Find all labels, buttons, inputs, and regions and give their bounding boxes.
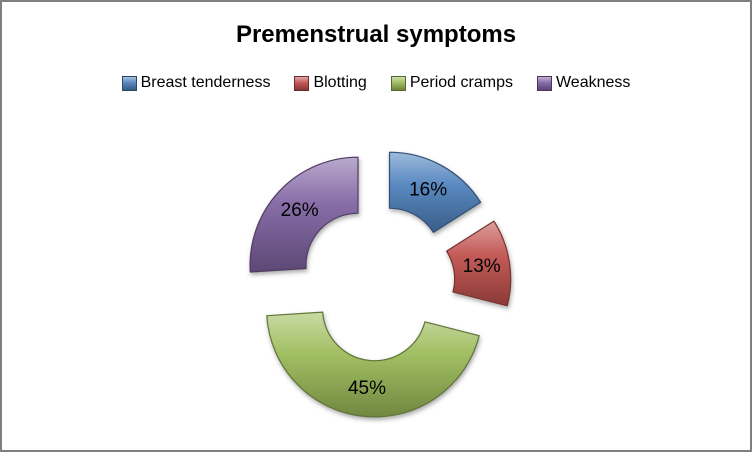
legend-swatch-period-cramps	[390, 75, 406, 91]
data-label-weakness: 26%	[281, 200, 319, 221]
legend-item-blotting[interactable]: Blotting	[294, 74, 367, 92]
pie-slice-weakness[interactable]	[249, 156, 359, 273]
legend-swatch-breast-tenderness	[121, 75, 137, 91]
data-label-blotting: 13%	[463, 256, 501, 277]
pie-slice-period-cramps[interactable]	[266, 311, 480, 418]
data-label-period-cramps: 45%	[348, 378, 386, 399]
legend-label: Weakness	[555, 74, 631, 91]
legend-item-weakness[interactable]: Weakness	[536, 74, 631, 92]
legend-item-breast-tenderness[interactable]: Breast tenderness	[121, 74, 271, 92]
legend: Breast tenderness Blotting Period cramps We…	[2, 74, 750, 92]
legend-swatch-weakness	[536, 75, 552, 91]
pie-slice-blotting[interactable]	[446, 220, 512, 307]
legend-item-period-cramps[interactable]: Period cramps	[390, 74, 513, 92]
data-label-breast-tenderness: 16%	[409, 180, 447, 201]
legend-label: Period cramps	[409, 74, 513, 91]
pie-slice-breast-tenderness[interactable]	[388, 151, 482, 233]
legend-label: Breast tenderness	[140, 74, 271, 91]
legend-swatch-blotting	[294, 75, 310, 91]
chart-title: Premenstrual symptoms	[235, 21, 517, 48]
legend-label: Blotting	[313, 74, 367, 91]
